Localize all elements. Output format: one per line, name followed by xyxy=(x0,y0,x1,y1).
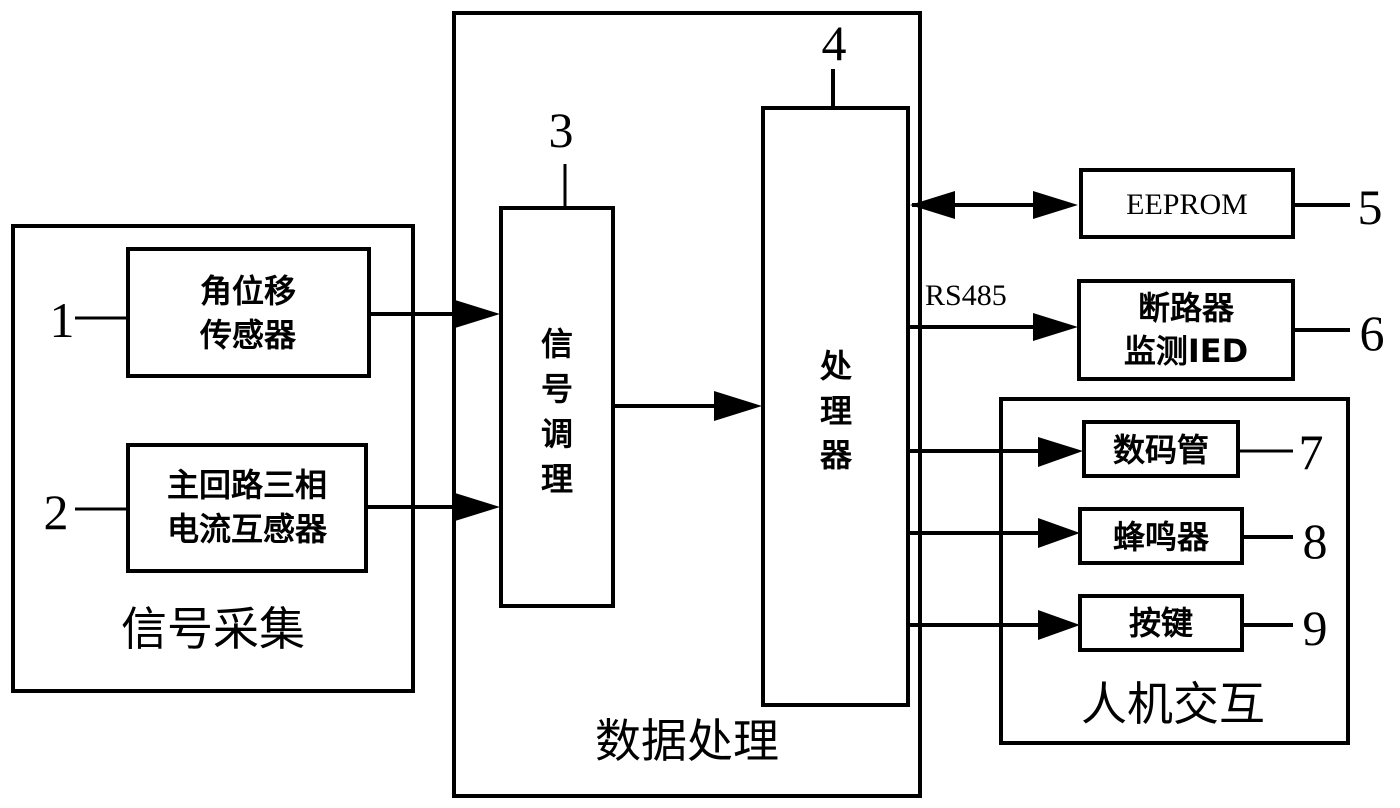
breaker-ied-label-line1: 断路器 xyxy=(1138,289,1235,327)
digital-tube-block xyxy=(1082,420,1240,478)
rs485-label: RS485 xyxy=(925,279,1007,312)
arrowhead-3-to-4 xyxy=(714,391,762,421)
arrowhead-2-to-3 xyxy=(455,493,500,521)
digital-tube-label: 数码管 xyxy=(1113,431,1209,469)
signal-conditioning-char-4: 理 xyxy=(541,460,573,498)
arrowhead-1-to-3 xyxy=(455,300,500,328)
keys-label: 按键 xyxy=(1129,604,1193,642)
ref-number-9: 9 xyxy=(1303,600,1328,656)
arrowhead-4-to-6 xyxy=(1033,313,1078,341)
ref-number-4: 4 xyxy=(822,15,847,71)
ref-number-3: 3 xyxy=(549,102,574,158)
hmi-title: 人机交互 xyxy=(1081,677,1265,731)
arrowhead-4-to-5 xyxy=(1033,191,1078,219)
arrowhead-4-to-9 xyxy=(1038,610,1080,640)
current-transformer-label-line1: 主回路三相 xyxy=(167,466,327,504)
ref-number-7: 7 xyxy=(1299,424,1324,480)
arrowhead-4-to-8 xyxy=(1038,518,1080,548)
signal-conditioning-block xyxy=(499,206,615,608)
buzzer-label: 蜂鸣器 xyxy=(1113,518,1210,556)
angle-sensor-block xyxy=(126,247,371,378)
angle-sensor-label-line2: 传感器 xyxy=(199,316,297,354)
breaker-ied-block xyxy=(1077,279,1295,381)
ref-number-5: 5 xyxy=(1358,179,1383,235)
signal-conditioning-char-2: 号 xyxy=(541,370,573,408)
data-processing-title: 数据处理 xyxy=(595,714,779,768)
processor-block xyxy=(761,106,910,707)
eeprom-label: EEPROM xyxy=(1126,188,1248,221)
breaker-ied-label-line2: 监测IED xyxy=(1124,332,1248,370)
ref-number-6: 6 xyxy=(1360,305,1385,361)
signal-conditioning-char-1: 信 xyxy=(541,325,573,363)
current-transformer-label-line2: 电流互感器 xyxy=(167,510,328,548)
ref-number-2: 2 xyxy=(44,484,69,540)
processor-char-1: 处 xyxy=(819,347,852,385)
current-transformer-block xyxy=(126,443,368,573)
arrowhead-4-to-7 xyxy=(1038,437,1083,467)
ref-number-1: 1 xyxy=(50,292,75,348)
angle-sensor-label-line1: 角位移 xyxy=(200,272,296,310)
eeprom-block xyxy=(1079,168,1295,239)
processor-char-2: 理 xyxy=(820,392,852,430)
signal-acquisition-title: 信号采集 xyxy=(121,602,305,656)
processor-char-3: 器 xyxy=(819,436,853,474)
ref-number-8: 8 xyxy=(1303,513,1328,569)
signal-conditioning-char-3: 调 xyxy=(541,415,573,453)
arrowhead-5-to-4 xyxy=(910,191,955,219)
